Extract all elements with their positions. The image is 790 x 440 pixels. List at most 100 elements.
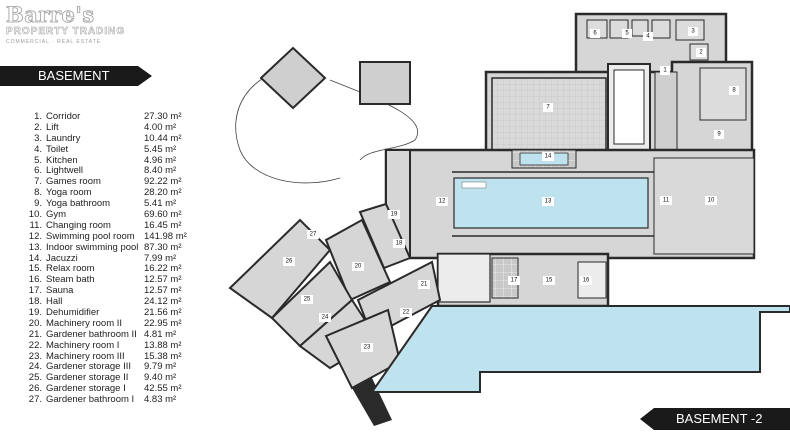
legend-number: 2. [34, 121, 42, 133]
legend-room-name: Steam bath [46, 274, 95, 286]
legend-number: 10. [28, 209, 42, 221]
legend-room-area: 10.44 m² [144, 133, 182, 145]
legend-number: 27. [28, 394, 42, 406]
legend-area-unit: m² [165, 143, 177, 155]
label-r5: 5 [625, 31, 629, 37]
legend-room-name: Indoor swimming pool [46, 241, 139, 253]
legend-area-value: 24.12 [144, 296, 168, 308]
legend-area-unit: m² [170, 350, 182, 362]
legend-area-value: 12.57 [144, 274, 168, 286]
legend-area-unit: m² [170, 307, 182, 319]
legend-number: 17. [28, 285, 42, 297]
legend-room-area: 5.45 m² [144, 143, 177, 156]
label-r26: 26 [286, 259, 293, 265]
legend-room-name: Machinery room II [46, 317, 123, 329]
legend-room-name: Gardener bathroom I [46, 394, 135, 406]
legend-area-value: 9.79 [144, 361, 163, 373]
legend-area-unit: m² [170, 274, 182, 286]
legend-room-area: 27.30 m² [144, 111, 182, 123]
legend-room-area: 87.30 m² [144, 241, 182, 254]
label-r2: 2 [699, 50, 703, 56]
legend-room-area: 5.41 m² [144, 198, 176, 210]
legend-number: 7. [34, 176, 42, 188]
legend-area-value: 5.45 [144, 143, 163, 155]
legend-room-name: Swimming pool room [46, 230, 135, 242]
legend-room-area: 15.38 m² [144, 350, 182, 363]
legend-number: 20. [28, 317, 42, 329]
legend-number: 25. [28, 372, 42, 384]
legend-row: 12. Swimming pool room 141.98 m² [16, 230, 216, 243]
legend-number: 13. [28, 241, 42, 253]
logo-subtitle: PROPERTY TRADING [6, 26, 126, 38]
legend-row: 9. Yoga bathroom 5.41 m² [16, 198, 216, 210]
legend-number: 12. [28, 230, 42, 242]
legend-area-value: 87.30 [144, 241, 168, 253]
legend-room-area: 92.22 m² [144, 176, 182, 188]
legend-number: 9. [34, 198, 42, 210]
legend-room-name: Machinery room III [46, 350, 125, 362]
legend-number: 11. [29, 219, 42, 231]
legend-number: 24. [28, 361, 42, 373]
legend-room-name: Toilet [46, 143, 69, 155]
legend-area-value: 12.57 [144, 285, 168, 297]
legend-area-value: 15.38 [144, 350, 168, 362]
legend-area-unit: m² [165, 328, 177, 340]
legend-room-area: 21.56 m² [144, 307, 182, 319]
legend-room-area: 7.99 m² [144, 253, 176, 265]
outdoor-pool [370, 305, 790, 393]
legend-room-area: 141.98 m² [144, 230, 187, 243]
company-logo: Barre's PROPERTY TRADING COMMERCIAL · RE… [6, 2, 146, 62]
legend-room-name: Hall [46, 296, 63, 308]
label-r23: 23 [364, 345, 371, 351]
legend-room-name: Kitchen [46, 154, 78, 166]
label-r25: 25 [304, 297, 311, 303]
legend-room-area: 4.96 m² [144, 154, 176, 167]
legend-number: 22. [28, 339, 42, 351]
legend-room-name: Gardener storage I [46, 383, 126, 395]
legend-number: 26. [28, 383, 42, 395]
label-r13: 13 [545, 199, 552, 205]
label-r18: 18 [396, 241, 403, 247]
legend-area-unit: m² [175, 230, 187, 242]
legend-room-area: 22.95 m² [144, 317, 182, 330]
room-labels: 1 2 3 4 5 6 7 8 9 10 11 12 13 14 15 16 1… [283, 27, 739, 352]
floor-banner-right: BASEMENT -2 [640, 408, 790, 430]
label-r15: 15 [546, 278, 553, 284]
legend-room-name: Yoga bathroom [46, 198, 111, 210]
legend-room-area: 16.45 m² [144, 220, 182, 232]
legend-room-area: 9.40 m² [144, 372, 176, 384]
legend-area-unit: m² [170, 317, 182, 329]
legend-room-area: 8.40 m² [144, 166, 176, 177]
legend-area-unit: m² [165, 121, 177, 133]
legend-area-value: 92.22 [144, 176, 168, 188]
legend-row: 13. Indoor swimming pool 87.30 m² [16, 241, 216, 254]
legend-room-name: Laundry [46, 132, 81, 144]
label-r11: 11 [663, 198, 670, 204]
label-r14: 14 [545, 154, 552, 160]
legend-area-value: 4.81 [144, 328, 163, 340]
legend-number: 15. [28, 263, 42, 275]
legend-row: 20. Machinery room II 22.95 m² [16, 317, 216, 330]
legend-room-area: 4.81 m² [144, 328, 177, 341]
spa-block [436, 252, 610, 308]
legend-area-value: 21.56 [144, 307, 168, 319]
label-r7: 7 [546, 105, 550, 111]
legend-area-unit: m² [170, 111, 182, 122]
label-r17: 17 [511, 278, 518, 284]
legend-number: 8. [34, 187, 42, 199]
label-r9: 9 [717, 132, 721, 138]
logo-title: Barre's [6, 2, 95, 27]
legend-area-value: 4.96 [144, 154, 163, 166]
legend-room-area: 69.60 m² [144, 209, 182, 221]
legend-room-area: 4.00 m² [144, 121, 177, 134]
legend-number: 19. [28, 307, 42, 319]
